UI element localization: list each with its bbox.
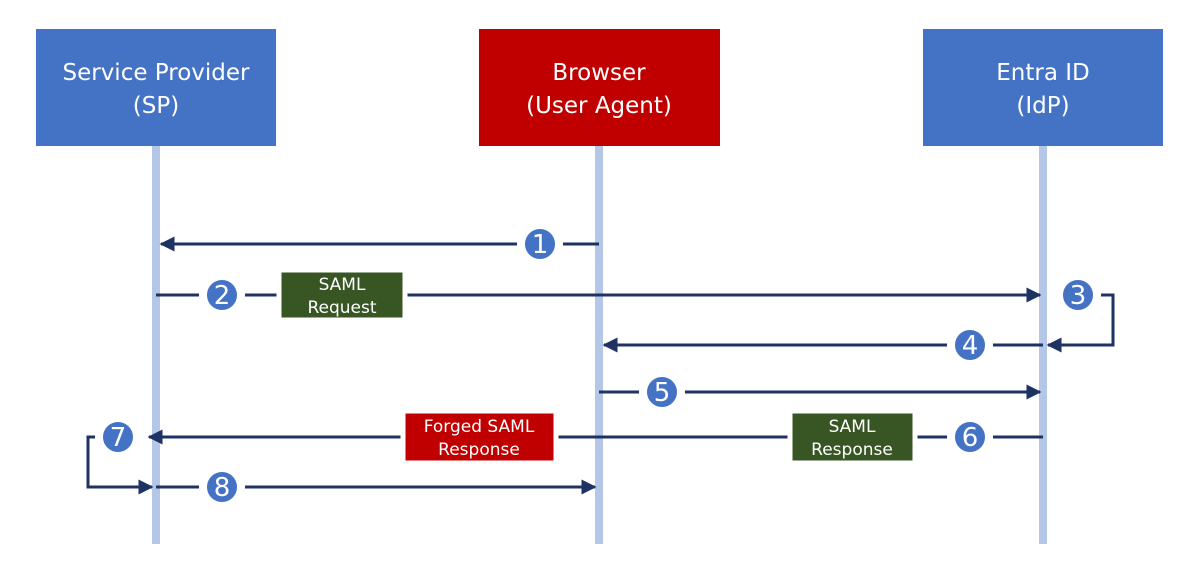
step-badge-7-number: 7 bbox=[110, 423, 127, 453]
step-badge-7: 7 bbox=[95, 414, 141, 460]
actor-idp-line2: (IdP) bbox=[1016, 93, 1069, 119]
message-forged-response-line1: Forged SAML bbox=[424, 417, 535, 437]
step-badge-4: 4 bbox=[947, 322, 993, 368]
arrow-step-3-loop bbox=[1046, 293, 1115, 353]
actor-browser: Browser (User Agent) bbox=[479, 29, 720, 146]
step-badge-5-number: 5 bbox=[654, 378, 671, 408]
step-badge-2: 2 bbox=[199, 272, 245, 318]
step-badge-1-number: 1 bbox=[532, 230, 549, 260]
actor-sp-box bbox=[36, 29, 276, 146]
step-badge-6-number: 6 bbox=[962, 423, 979, 453]
message-saml-request-line2: Request bbox=[307, 298, 376, 318]
step-badge-4-circle bbox=[947, 322, 993, 368]
message-forged-saml-response: Forged SAML Response bbox=[400, 408, 559, 466]
message-forged-response-box bbox=[400, 408, 559, 466]
step-badge-3-circle bbox=[1055, 272, 1101, 318]
actor-browser-line2: (User Agent) bbox=[526, 93, 672, 119]
actor-browser-box bbox=[479, 29, 720, 146]
actor-sp-line1: Service Provider bbox=[62, 60, 250, 86]
lifeline-browser bbox=[595, 146, 603, 544]
message-saml-response-line2: Response bbox=[811, 440, 893, 460]
step-badge-3-number: 3 bbox=[1070, 281, 1087, 311]
message-saml-response: SAML Response bbox=[787, 408, 918, 466]
message-forged-response-line2: Response bbox=[438, 440, 520, 460]
actor-sp-line2: (SP) bbox=[133, 93, 179, 119]
step-badge-5: 5 bbox=[639, 369, 685, 415]
step-badge-8-circle bbox=[199, 464, 245, 510]
step-badge-4-number: 4 bbox=[962, 331, 979, 361]
message-saml-response-box bbox=[787, 408, 918, 466]
message-saml-response-line1: SAML bbox=[829, 417, 876, 437]
step-badge-1-circle bbox=[517, 221, 563, 267]
lifeline-sp bbox=[152, 146, 160, 544]
actor-entra-id: Entra ID (IdP) bbox=[923, 29, 1163, 146]
step-badge-2-number: 2 bbox=[214, 281, 231, 311]
step-badge-6-circle bbox=[947, 414, 993, 460]
actor-idp-line1: Entra ID bbox=[996, 60, 1089, 86]
actor-idp-box bbox=[923, 29, 1163, 146]
step-badge-1: 1 bbox=[517, 221, 563, 267]
step-badge-5-circle bbox=[639, 369, 685, 415]
step-badge-8-number: 8 bbox=[214, 473, 231, 503]
step-badge-7-circle bbox=[95, 414, 141, 460]
message-saml-request-box bbox=[276, 267, 408, 323]
step-badge-6: 6 bbox=[947, 414, 993, 460]
step-badge-2-circle bbox=[199, 272, 245, 318]
step-badge-3: 3 bbox=[1055, 272, 1101, 318]
arrow-step-7-loop bbox=[86, 435, 154, 495]
message-saml-request: SAML Request bbox=[276, 267, 408, 323]
actor-service-provider: Service Provider (SP) bbox=[36, 29, 276, 146]
message-saml-request-line1: SAML bbox=[319, 275, 366, 295]
actor-browser-line1: Browser bbox=[552, 60, 646, 86]
step-badge-8: 8 bbox=[199, 464, 245, 510]
